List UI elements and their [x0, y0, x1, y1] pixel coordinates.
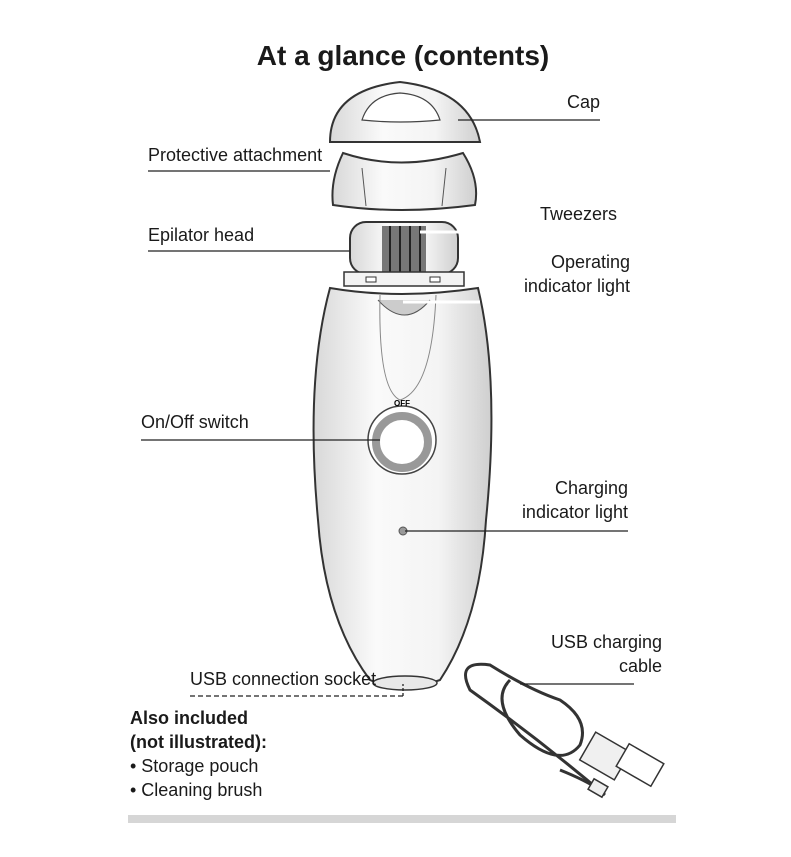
also-included-subheading: (not illustrated):	[130, 732, 267, 752]
label-line: Charging	[554, 478, 628, 498]
epilator-head-part	[343, 221, 465, 287]
label-protective-attachment: Protective attachment	[148, 145, 323, 165]
label-charging-light: Charging indicator light	[480, 476, 628, 524]
label-tweezers: Tweezers	[540, 204, 618, 224]
footer-rule	[128, 815, 676, 823]
label-operating-light: Operating indicator light	[480, 250, 630, 298]
label-cap: Cap	[566, 92, 600, 112]
label-line: indicator light	[523, 276, 630, 296]
list-item: • Storage pouch	[130, 756, 259, 776]
device-body	[312, 286, 493, 691]
leader-lines	[141, 119, 634, 697]
label-line: USB charging	[550, 632, 662, 652]
protective-attachment-part	[331, 151, 478, 211]
on-off-switch-part: OFF	[367, 399, 437, 475]
cap-part	[328, 80, 482, 143]
label-line: Operating	[550, 252, 630, 272]
also-included-section: Also included (not illustrated): • Stora…	[130, 706, 267, 802]
label-epilator-head: Epilator head	[148, 225, 255, 245]
label-line: indicator light	[521, 502, 628, 522]
label-line: cable	[618, 656, 662, 676]
switch-off-marking: OFF	[394, 399, 410, 408]
page-title: At a glance (contents)	[256, 40, 550, 71]
label-usb-socket: USB connection socket	[190, 669, 377, 689]
list-item: • Cleaning brush	[130, 780, 263, 800]
label-usb-cable: USB charging cable	[500, 630, 662, 678]
label-on-off-switch: On/Off switch	[141, 412, 249, 432]
usb-cable-part	[464, 662, 665, 799]
also-included-heading: Also included	[130, 708, 249, 728]
